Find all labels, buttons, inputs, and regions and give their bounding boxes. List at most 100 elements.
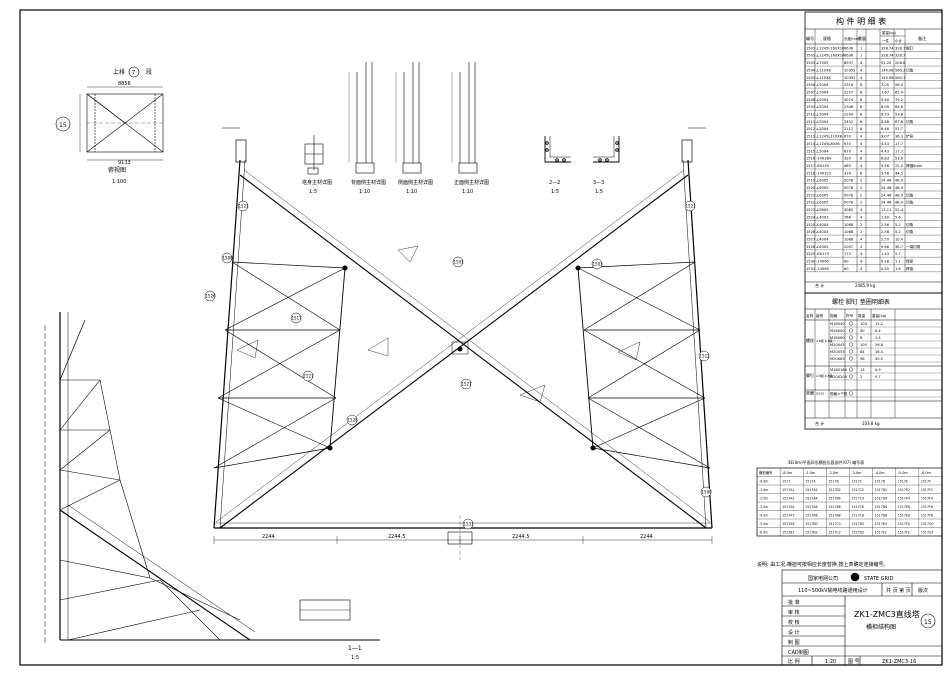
sheet-info: 共 页 第 页 <box>886 587 911 594</box>
callout-label: 1526 <box>206 294 217 299</box>
section-1-1-scale: 1:5 <box>351 655 359 661</box>
parts-header-weight: 重量(kg) <box>882 30 897 35</box>
callout-label: 1508 <box>223 256 234 261</box>
bolt-table-title: 螺栓 脚钉 垫圈明细表 <box>832 298 890 306</box>
parts-cell: 8.09 <box>881 105 890 109</box>
bolt-qty: 84 <box>860 350 865 354</box>
variant-cell: 1517E4 <box>898 497 910 501</box>
parts-cell: 铲背 <box>906 134 914 139</box>
parts-cell: 61.4 <box>895 90 904 94</box>
parts-cell: 切角 <box>906 222 914 227</box>
parts-cell: 175 <box>844 252 851 256</box>
parts-cell: 13.11 <box>881 208 891 212</box>
variant-cell: -4.0m <box>759 514 768 518</box>
section-2-2-view <box>544 136 571 163</box>
parts-cell: 4 <box>860 245 863 249</box>
parts-cell: 208.8 <box>895 61 906 65</box>
parts-cell: 8 <box>860 127 863 131</box>
parts-cell: 1511 <box>806 120 815 124</box>
variant-header: -6.0m <box>921 471 932 475</box>
detail-2-caption: 背面侧主材详图 <box>351 179 386 186</box>
parts-cell: 24.46 <box>881 179 892 183</box>
parts-cell: 8 <box>860 90 863 94</box>
parts-cell: 4 <box>860 149 863 153</box>
top-plan-scale: 1:100 <box>112 179 126 185</box>
callout-bubble <box>221 252 233 264</box>
variant-header: -5.0m <box>898 471 909 475</box>
parts-cell: 7.05 <box>881 83 889 87</box>
callout-label: 1503 <box>593 262 604 267</box>
variant-cell: 1517A3 <box>782 497 794 501</box>
variant-cell: 1517A5 <box>782 505 794 509</box>
variant-cell: 1517B0 <box>805 522 817 526</box>
parts-cell: ∠50X4 <box>816 149 829 153</box>
parts-cell: 1514 <box>806 142 816 146</box>
parts-cell: 53.8 <box>895 157 904 161</box>
parts-cell: 52.20 <box>881 61 892 65</box>
variant-cell: 1517F <box>921 480 931 484</box>
parts-cell: 5.2 <box>895 223 901 227</box>
project-name: 110~500kV输电线路通用设计 <box>798 587 868 594</box>
variant-cell: 1517C2 <box>852 488 864 492</box>
parts-cell: ∠75X5 <box>816 61 829 65</box>
parts-cell: 316 <box>844 171 852 175</box>
callout-label: 1521 <box>686 204 697 209</box>
bolt-symbol-icon <box>849 335 854 340</box>
variant-header: -3.0m <box>852 471 863 475</box>
parts-cell: 2 <box>860 193 862 197</box>
parts-cell: 60 <box>844 267 849 271</box>
variant-cell: 1517E <box>898 480 908 484</box>
parts-cell: 48.9 <box>895 186 904 190</box>
top-plan-index: 7 <box>132 70 136 77</box>
bolt-spec: M16X60 <box>830 336 845 340</box>
variant-cell: 1517C6 <box>852 505 864 509</box>
section-3-3-caption: 3—3 <box>593 180 604 186</box>
bolt-symbol-icon <box>849 374 854 379</box>
parts-cell: 328.74 <box>881 46 894 50</box>
variant-cell: 1517A7 <box>782 514 794 518</box>
parts-cell: 4 <box>860 142 863 146</box>
parts-cell: 3082 <box>844 208 853 212</box>
parts-cell: 53.8 <box>895 113 904 117</box>
detail-2-scale: 1:10 <box>359 189 370 195</box>
callout-label: 1521 <box>239 204 250 209</box>
parts-cell: ∠40X4 <box>816 223 829 227</box>
parts-cell: 脚钉 <box>906 45 914 50</box>
parts-cell: 6636 <box>844 54 854 58</box>
callout-label: 1512 <box>700 354 711 359</box>
parts-cell: 5.56 <box>881 164 890 168</box>
bolt-qty: 96 <box>860 357 865 361</box>
callout-bubble <box>237 200 249 212</box>
parts-cell: 5.7 <box>895 252 901 256</box>
parts-cell: 4 <box>860 135 863 139</box>
variant-cell: 1517 <box>782 480 790 484</box>
parts-cell: 5078 <box>844 186 854 190</box>
bolt-group-grade: 4.8级 6.8级 <box>816 373 833 378</box>
parts-cell: 56.4 <box>895 83 904 87</box>
callout-label: 1501 <box>454 260 465 265</box>
parts-cell: 6.73 <box>881 113 889 117</box>
parts-cell: 2452 <box>844 120 853 124</box>
parts-cell: ∠50X4 <box>816 83 829 87</box>
bolt-weight: 4.9 <box>875 368 881 372</box>
parts-cell: 0.28 <box>881 260 890 264</box>
variant-cell: 1517A <box>805 480 816 484</box>
parts-cell: 1.1 <box>895 260 901 264</box>
parts-cell: 7.67 <box>881 90 889 94</box>
brand-name: STATE GRID <box>864 576 893 582</box>
parts-total-label: 合 计 <box>815 282 824 288</box>
callout-bubble <box>462 518 474 530</box>
bolt-group-name: 螺栓 <box>806 337 814 343</box>
variant-cell: 1517D0 <box>852 522 865 526</box>
variant-cell: -5.0m <box>759 522 768 526</box>
parts-cell: 44.5 <box>895 171 903 175</box>
variant-cell: 1517B8 <box>828 514 840 518</box>
parts-cell: 2346 <box>844 105 854 109</box>
parts-cell: 切角 <box>906 119 914 124</box>
variant-table: 4E(0m)平面异形横担长段部件(97) 编号表横担编号-8.0m-1.0m-2… <box>756 459 943 537</box>
role-check: 校 核 <box>788 619 800 626</box>
callout-label: 1517 <box>292 316 303 321</box>
variant-cell: 1517D <box>875 480 886 484</box>
